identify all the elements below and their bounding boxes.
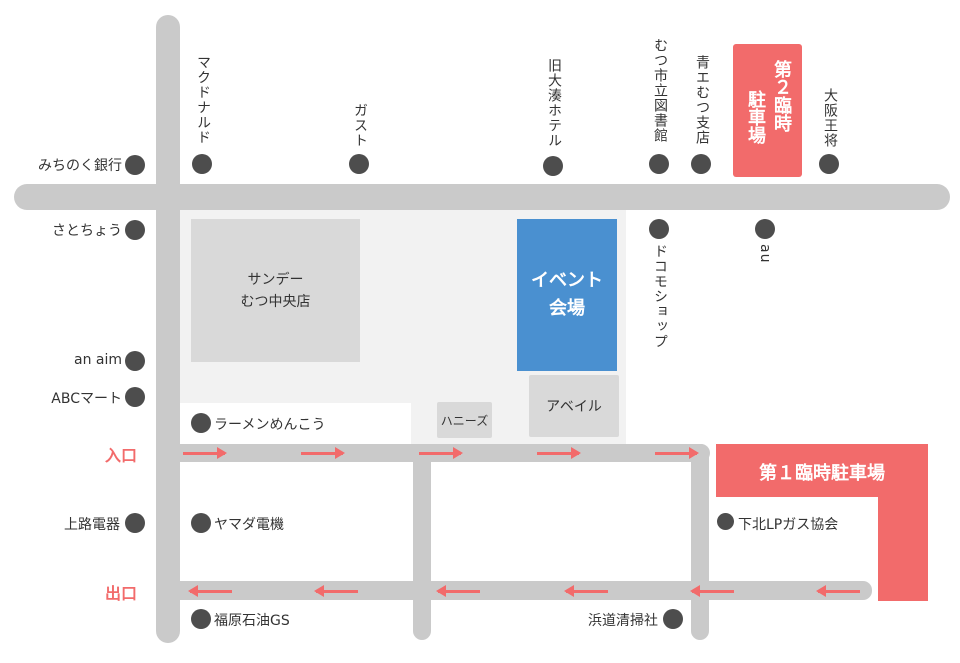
road-mid-vertical [413,444,431,640]
road-horizontal-top [14,184,950,210]
parking-1-label: 第１臨時駐車場 [759,463,885,484]
event-line2: 会場 [549,298,585,319]
sunday-line1: サンデー [247,271,304,288]
abcmart-dot [125,387,145,407]
au-dot [755,219,775,239]
entrance-label: 入口 [105,446,138,465]
aoe-label: 青エむつ支店 [694,55,710,145]
aveil-label: アベイル [546,399,602,415]
library-label: むつ市立図書館 [652,38,668,143]
michinoku-label: みちのく銀行 [38,158,122,174]
exit-label: 出口 [105,584,138,603]
arrow-left-icon [188,585,232,597]
abcmart-label: ABCマート [51,391,122,407]
anaim-dot [125,351,145,371]
ramen-dot [191,413,211,433]
hamamichi-dot [663,609,683,629]
mcdonalds-label: マクドナルド [195,55,211,145]
au-label: au [757,244,773,264]
parking-2 [733,44,802,177]
event-line1: イベント [531,270,603,291]
event-venue: イベント 会場 [517,219,617,371]
jouro-dot [125,513,145,533]
arrow-left-icon [564,585,608,597]
road-right-vertical [691,444,709,640]
road-exit [170,581,872,600]
fukuhara-label: 福原石油GS [214,613,290,629]
yamada-dot [191,513,211,533]
shimokita-dot [717,513,734,530]
docomo-dot [649,219,669,239]
michinoku-dot [125,155,145,175]
yamada-label: ヤマダ電機 [214,517,284,533]
jouro-label: 上路電器 [64,517,120,533]
white-block [180,403,411,444]
sunday-line2: むつ中央店 [240,293,311,310]
docomo-label: ドコモショップ [652,244,668,349]
arrow-left-icon [314,585,358,597]
honeys-store: ハニーズ [437,402,492,438]
arrow-right-icon [301,447,345,459]
arrow-left-icon [436,585,480,597]
aveil-store: アベイル [529,375,619,437]
parking-2-col1: 第２臨時 [771,60,792,132]
hotel-label: 旧大湊ホテル [546,58,562,148]
hotel-dot [543,156,563,176]
mcdonalds-dot [192,154,212,174]
parking-2-col2: 駐車場 [745,90,766,144]
hamamichi-label: 浜道清掃社 [588,613,658,629]
honeys-label: ハニーズ [440,413,489,428]
gusto-label: ガスト [352,103,368,148]
anaim-label: an aim [73,352,122,368]
osaka-label: 大阪王将 [822,88,838,148]
arrow-left-icon [690,585,734,597]
library-dot [649,154,669,174]
parking-1-leg [878,444,928,601]
sunday-store: サンデー むつ中央店 [191,219,360,362]
arrow-right-icon [655,447,699,459]
gusto-dot [349,154,369,174]
arrow-right-icon [183,447,227,459]
fukuhara-dot [191,609,211,629]
arrow-left-icon [816,585,860,597]
shimokita-label: 下北LPガス協会 [738,517,839,533]
arrow-right-icon [419,447,463,459]
satochou-label: さとちょう [52,223,122,239]
arrow-right-icon [537,447,581,459]
ramen-label: ラーメンめんこう [214,417,326,433]
aoe-dot [691,154,711,174]
satochou-dot [125,220,145,240]
osaka-dot [819,154,839,174]
road-vertical-main [156,15,180,643]
